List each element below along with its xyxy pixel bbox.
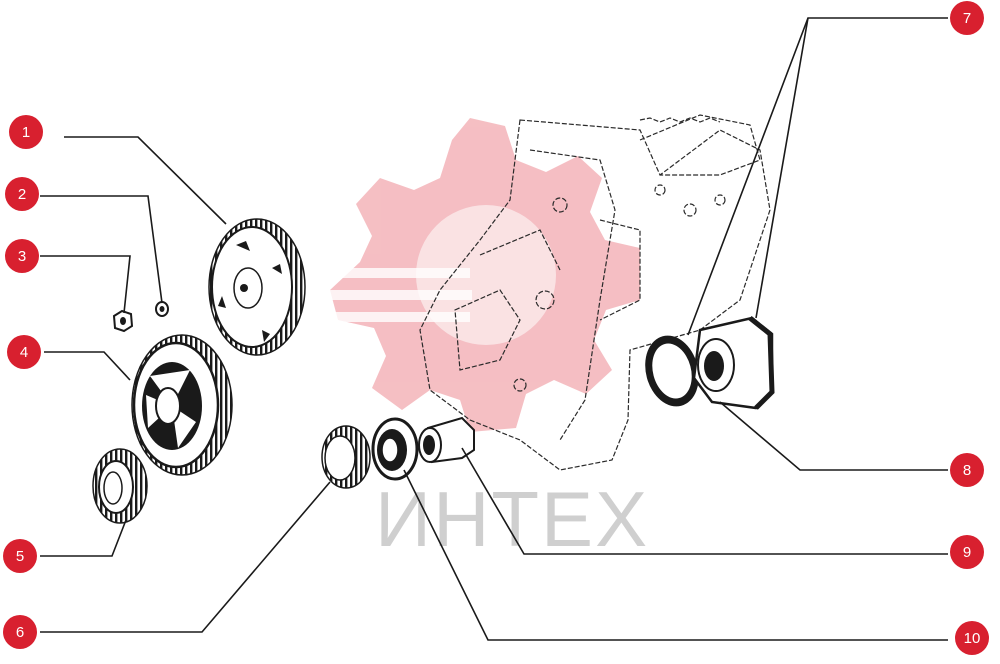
svg-text:5: 5 [16, 548, 24, 565]
watermark-text: ИНТЕХ [375, 475, 649, 563]
cover-part-8 [692, 316, 775, 410]
callout-badge-5: 5 [3, 539, 37, 573]
pinion-part-6 [321, 425, 371, 489]
callout-badge-9: 9 [950, 535, 984, 569]
leader-line-10 [403, 469, 948, 641]
svg-text:6: 6 [16, 624, 24, 641]
gasket-part-7 [645, 335, 699, 407]
callout-badge-2: 2 [5, 177, 39, 211]
leader-line-4 [44, 351, 131, 381]
bushing-part-9 [418, 416, 475, 464]
gear-part-1 [208, 218, 306, 356]
callout-badge-3: 3 [5, 239, 39, 273]
callout-badge-6: 6 [3, 615, 37, 649]
callout-badge-8: 8 [950, 453, 984, 487]
gear-part-4 [131, 334, 233, 476]
leader-line-2 [40, 195, 163, 304]
svg-text:2: 2 [18, 186, 26, 203]
leader-line-7b [755, 17, 809, 319]
svg-text:7: 7 [963, 10, 971, 27]
callout-badge-4: 4 [7, 335, 41, 369]
leader-lines [40, 17, 948, 641]
leader-line-5 [40, 519, 127, 557]
gear-logo-icon [312, 118, 640, 432]
leader-line-1 [64, 136, 227, 225]
pinion-part-5 [92, 448, 148, 524]
engine-block-drawing [419, 114, 771, 471]
leader-line-9 [461, 447, 948, 555]
callout-badge-10: 10 [955, 621, 989, 655]
svg-text:9: 9 [963, 544, 971, 561]
leader-line-3 [40, 255, 131, 314]
leader-line-7a [687, 17, 948, 336]
svg-text:8: 8 [963, 462, 971, 479]
leader-line-6 [40, 481, 331, 633]
washer-part-2 [155, 301, 169, 317]
nut-part-3 [112, 309, 134, 333]
bearing-part-10 [371, 417, 419, 481]
leader-line-8 [719, 401, 948, 471]
callout-badge-1: 1 [9, 115, 43, 149]
svg-text:3: 3 [18, 248, 26, 265]
svg-text:4: 4 [20, 344, 28, 361]
svg-text:1: 1 [22, 124, 30, 141]
svg-text:10: 10 [964, 630, 981, 647]
callout-badges: 1 2 3 4 5 6 7 8 [3, 1, 989, 655]
callout-badge-7: 7 [950, 1, 984, 35]
